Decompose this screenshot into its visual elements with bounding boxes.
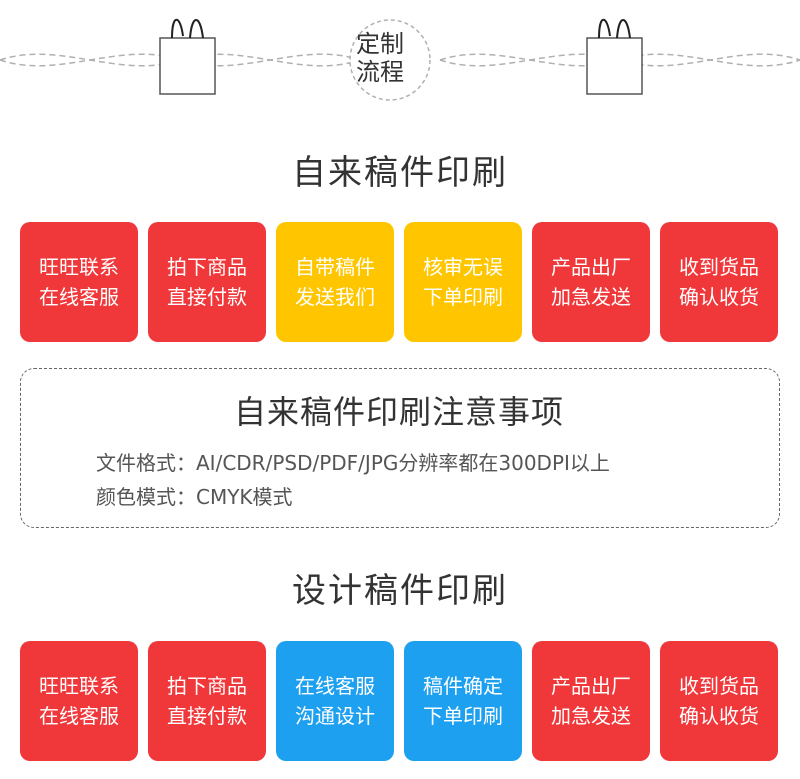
steps-own-artwork: 旺旺联系 在线客服 拍下商品 直接付款 自带稿件 发送我们 核审无误 下单印刷 …	[20, 222, 780, 342]
step-line-1: 旺旺联系	[39, 255, 119, 279]
badge-line-1: 定制	[356, 30, 404, 58]
section-title-design-artwork: 设计稿件印刷	[292, 571, 508, 611]
step-card: 核审无误 下单印刷	[404, 222, 522, 342]
step-card: 拍下商品 直接付款	[148, 222, 266, 342]
step-card: 旺旺联系 在线客服	[20, 222, 138, 342]
header-decoration	[0, 18, 800, 101]
step-line-2: 直接付款	[167, 704, 247, 728]
shopping-bag-icon	[586, 18, 643, 95]
step-line-2: 在线客服	[39, 704, 119, 728]
step-card: 在线客服 沟通设计	[276, 641, 394, 761]
step-card: 产品出厂 加急发送	[532, 641, 650, 761]
step-card: 稿件确定 下单印刷	[404, 641, 522, 761]
step-card: 旺旺联系 在线客服	[20, 641, 138, 761]
process-header: 定制 流程	[0, 0, 800, 110]
step-card: 收到货品 确认收货	[660, 222, 778, 342]
process-badge: 定制 流程	[340, 30, 420, 86]
notes-color-mode: 颜色模式：CMYK模式	[96, 485, 293, 509]
step-line-2: 加急发送	[551, 285, 631, 309]
section-title-own-artwork: 自来稿件印刷	[292, 153, 508, 193]
step-card: 产品出厂 加急发送	[532, 222, 650, 342]
step-line-1: 在线客服	[295, 674, 375, 698]
step-line-2: 沟通设计	[295, 704, 375, 728]
step-line-1: 收到货品	[679, 255, 759, 279]
step-line-2: 发送我们	[295, 285, 375, 309]
step-line-1: 自带稿件	[295, 255, 375, 279]
step-line-1: 产品出厂	[551, 674, 631, 698]
step-line-2: 在线客服	[39, 285, 119, 309]
step-line-2: 直接付款	[167, 285, 247, 309]
step-line-1: 拍下商品	[167, 674, 247, 698]
step-line-1: 核审无误	[423, 255, 503, 279]
step-line-1: 收到货品	[679, 674, 759, 698]
notes-title: 自来稿件印刷注意事项	[233, 393, 564, 431]
badge-circle	[349, 19, 431, 101]
step-line-1: 产品出厂	[551, 255, 631, 279]
steps-design-artwork: 旺旺联系 在线客服 拍下商品 直接付款 在线客服 沟通设计 稿件确定 下单印刷 …	[20, 641, 780, 761]
step-line-1: 旺旺联系	[39, 674, 119, 698]
shopping-bag-icon	[159, 18, 216, 95]
step-line-2: 确认收货	[679, 285, 759, 309]
step-line-1: 拍下商品	[167, 255, 247, 279]
step-line-1: 稿件确定	[423, 674, 503, 698]
step-card: 自带稿件 发送我们	[276, 222, 394, 342]
step-line-2: 下单印刷	[423, 704, 503, 728]
notes-file-format: 文件格式：AI/CDR/PSD/PDF/JPG分辨率都在300DPI以上	[96, 451, 610, 475]
badge-line-2: 流程	[356, 58, 404, 86]
step-line-2: 下单印刷	[423, 285, 503, 309]
notes-box: 自来稿件印刷注意事项 文件格式：AI/CDR/PSD/PDF/JPG分辨率都在3…	[20, 368, 780, 528]
step-card: 收到货品 确认收货	[660, 641, 778, 761]
step-card: 拍下商品 直接付款	[148, 641, 266, 761]
step-line-2: 确认收货	[679, 704, 759, 728]
step-line-2: 加急发送	[551, 704, 631, 728]
